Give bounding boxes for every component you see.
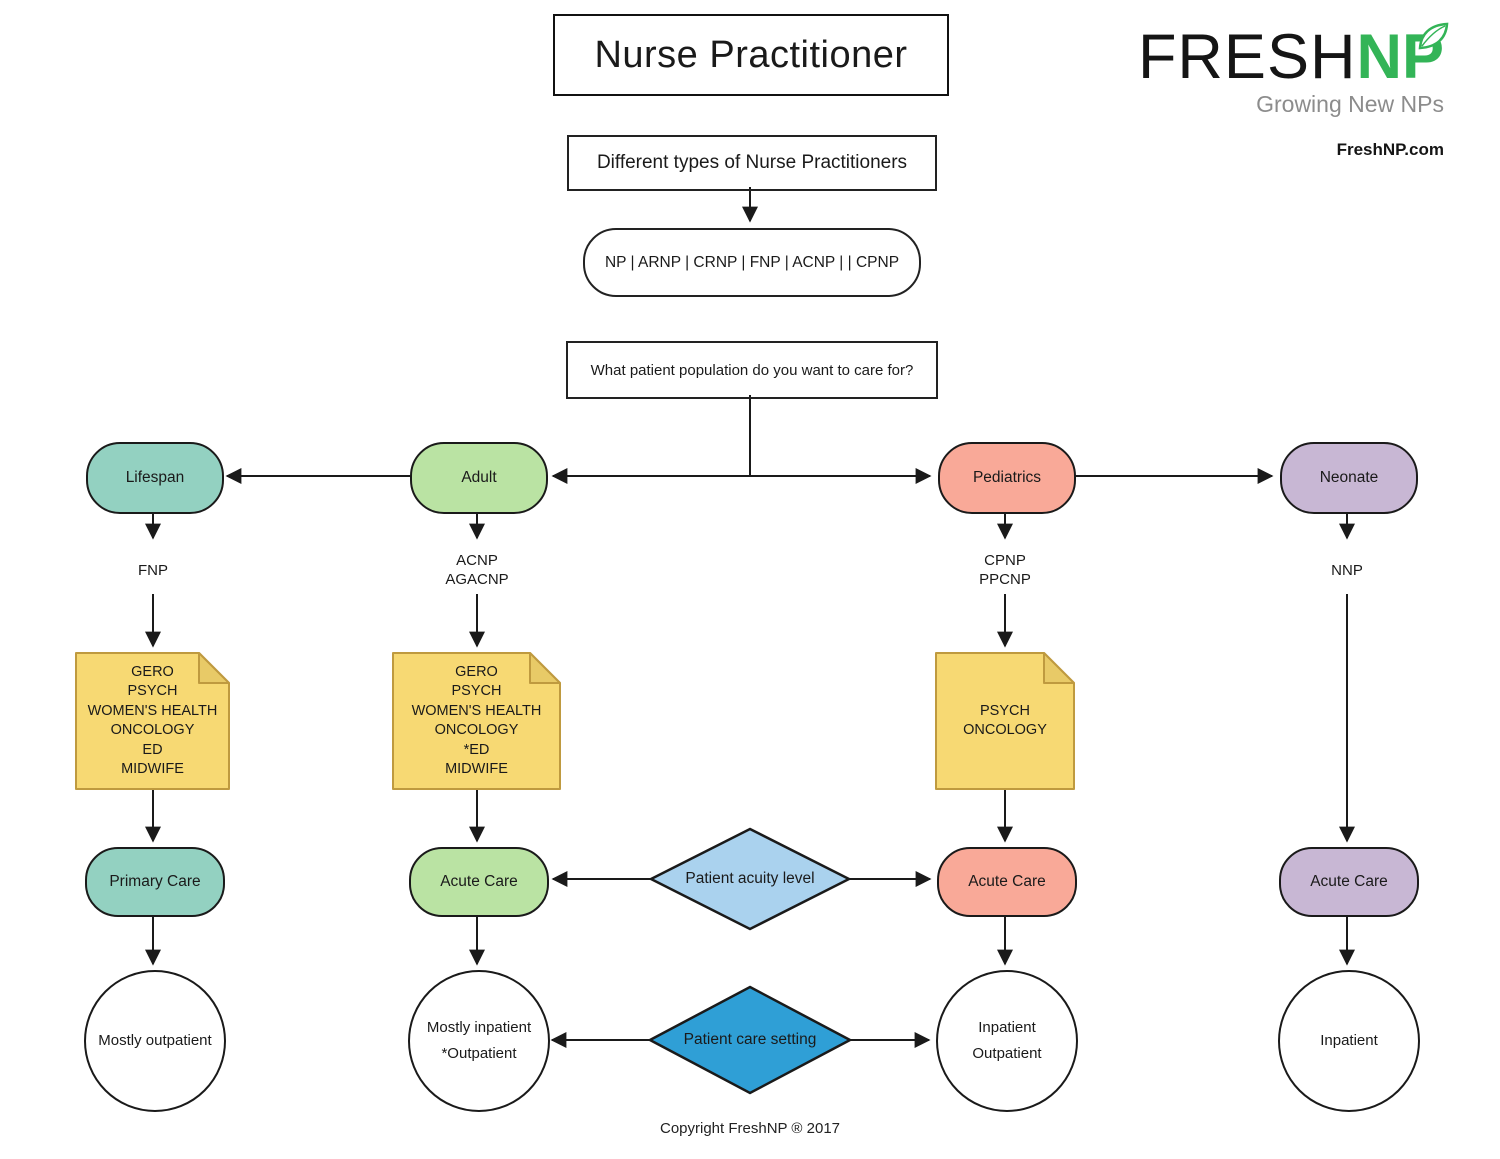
logo-text-np: NP xyxy=(1356,22,1449,92)
logo-brand: FRESHNP xyxy=(1138,22,1449,89)
population-pill-neonate: Neonate xyxy=(1280,442,1418,514)
note-shape xyxy=(392,652,561,790)
care-pill-pediatrics: Acute Care xyxy=(937,847,1077,917)
question-box: What patient population do you want to c… xyxy=(566,341,938,399)
outcome-circle-pediatrics: Inpatient Outpatient xyxy=(936,970,1078,1112)
decision-diamond-setting: Patient care setting xyxy=(647,985,853,1095)
outcome-circle-adult: Mostly inpatient *Outpatient xyxy=(408,970,550,1112)
page-title: Nurse Practitioner xyxy=(553,14,949,96)
care-pill-lifespan: Primary Care xyxy=(85,847,225,917)
leaf-icon xyxy=(1418,22,1449,50)
specialty-note-pediatrics: PSYCH ONCOLOGY xyxy=(935,652,1075,790)
specialty-note-adult: GERO PSYCH WOMEN'S HEALTH ONCOLOGY *ED M… xyxy=(392,652,561,790)
diamond-shape xyxy=(648,827,852,931)
population-pill-lifespan: Lifespan xyxy=(86,442,224,514)
copyright: Copyright FreshNP ® 2017 xyxy=(659,1120,841,1137)
credential-label-lifespan: FNP xyxy=(138,561,168,579)
care-pill-adult: Acute Care xyxy=(409,847,549,917)
outcome-circle-neonate: Inpatient xyxy=(1278,970,1420,1112)
credential-label-adult: ACNP AGACNP xyxy=(445,552,509,588)
care-pill-neonate: Acute Care xyxy=(1279,847,1419,917)
specialty-note-lifespan: GERO PSYCH WOMEN'S HEALTH ONCOLOGY ED MI… xyxy=(75,652,230,790)
credential-label-pediatrics: CPNP PPCNP xyxy=(979,552,1031,588)
note-shape xyxy=(75,652,230,790)
logo: FRESHNP Growing New NPs FreshNP.com xyxy=(1138,22,1449,160)
population-pill-pediatrics: Pediatrics xyxy=(938,442,1076,514)
population-pill-adult: Adult xyxy=(410,442,548,514)
subtitle-box: Different types of Nurse Practitioners xyxy=(567,135,937,191)
np-types-pill: NP | ARNP | CRNP | FNP | ACNP | | CPNP xyxy=(583,228,921,297)
credential-label-neonate: NNP xyxy=(1331,561,1363,579)
outcome-circle-lifespan: Mostly outpatient xyxy=(84,970,226,1112)
logo-website: FreshNP.com xyxy=(1336,140,1444,159)
note-shape xyxy=(935,652,1075,790)
logo-text-fresh: FRESH xyxy=(1137,22,1357,92)
diamond-shape xyxy=(647,985,853,1095)
logo-tagline: Growing New NPs xyxy=(1256,91,1444,117)
decision-diamond-acuity: Patient acuity level xyxy=(648,827,852,931)
